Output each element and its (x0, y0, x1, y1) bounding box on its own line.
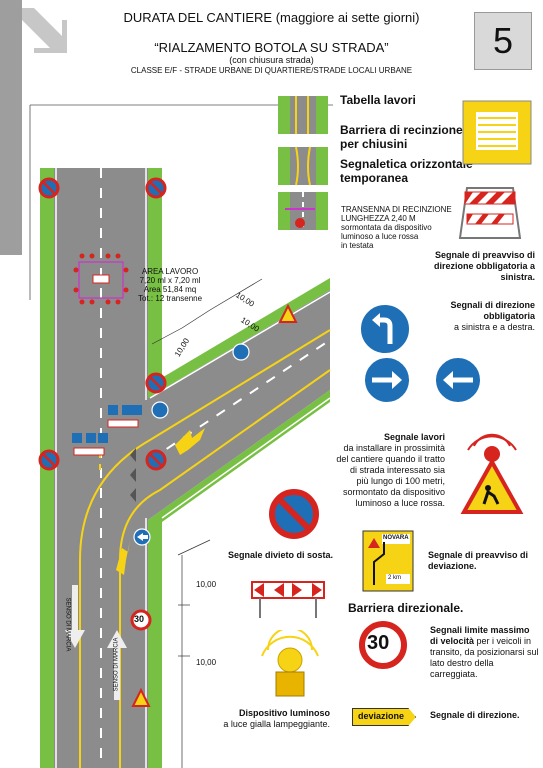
divieto-sosta-label: Segnale divieto di sosta. (228, 550, 334, 560)
lavori-line5: più lungo di 100 metri, (356, 476, 445, 486)
transenna-line4: luminoso a luce rossa (341, 232, 419, 241)
dispositivo-line1: Dispositivo luminoso (238, 708, 330, 718)
lavori-line1: Segnale lavori (383, 432, 445, 442)
legend-barriera-1: Barriera di recinzione (340, 123, 463, 137)
legend-tabella-icon (278, 96, 328, 230)
transenna-line3: sormontata da dispositivo (341, 223, 432, 232)
dimension-label-4: 10,00 (196, 580, 217, 589)
area-lavoro-line1: AREA LAVORO (141, 267, 199, 276)
dispositivo-line2: a luce gialla lampeggiante. (223, 719, 330, 729)
scheme-number: 5 (474, 12, 532, 70)
area-lavoro-line4: Tot.: 12 transenne (138, 294, 203, 303)
deviazione-text: Segnale di preavviso di deviazione. (428, 550, 528, 572)
page-title: DURATA DEL CANTIERE (maggiore ai sette g… (123, 10, 420, 25)
lavori-line6: sormontato da dispositivo (342, 487, 445, 497)
senso-marcia-left: SENSO DI MARCIA (64, 597, 71, 652)
no-parking-signs (38, 177, 167, 471)
speed-limit-sign-icon (359, 621, 407, 669)
novara-label: NOVARA (383, 535, 409, 541)
limite-line1: Segnali limite massimo (430, 625, 530, 635)
speed-limit-value: 30 (367, 632, 390, 654)
transenna-line2: LUNGHEZZA 2,40 M (341, 214, 416, 223)
direzione-line3: a sinistra e a destra. (453, 322, 535, 332)
speed-limit-on-road: 30 (134, 614, 145, 624)
limite-line3: transito, da posizionarsi sul (430, 647, 539, 657)
area-lavoro-label: AREA LAVORO 7,20 ml x 7,20 ml Area 51,84… (138, 267, 202, 303)
limite-line2: di velocità (430, 636, 475, 646)
preavviso-line2: direzione obbligatoria a (433, 261, 535, 271)
barriera-direzionale-label: Barriera direzionale. (348, 601, 464, 615)
km-label: 2 km (388, 575, 402, 581)
direzione-line2: obbligatoria (483, 311, 536, 321)
lavori-line3: del cantiere quando il tratto (336, 454, 445, 464)
dimension-label-5: 10,00 (196, 658, 217, 667)
direzione-text: Segnali di direzione obbligatoria a sini… (400, 300, 535, 333)
dispositivo-text: Dispositivo luminoso a luce gialla lampe… (222, 708, 330, 730)
lavori-text: Segnale lavori da installare in prossimi… (325, 432, 445, 509)
preavviso-text: Segnale di preavviso di direzione obblig… (400, 250, 535, 283)
legend-tabella-lavori: Tabella lavori (340, 93, 416, 107)
area-lavoro-line3: Area 51,84 mq (143, 285, 197, 294)
limite-line4: lato destro della carreggiata. (430, 658, 494, 679)
legend-barriera-2: per chiusini (340, 137, 408, 151)
transenna-text: TRANSENNA DI RECINZIONE LUNGHEZZA 2,40 M… (341, 205, 452, 250)
transenna-barrier-icon (458, 187, 522, 239)
left-margin-bar (0, 0, 22, 255)
right-arrow-sign-icon (363, 356, 411, 404)
preavviso-line1: Segnale di preavviso di (434, 250, 535, 260)
no-parking-sign-icon (269, 489, 319, 539)
subtitle-note: (con chiusura strada) (229, 55, 314, 65)
legend-segnaletica-2: temporanea (340, 171, 409, 185)
yellow-flashing-light-icon (261, 630, 319, 697)
limite-text: Segnali limite massimo di velocità per i… (430, 625, 543, 680)
lavori-line7: luminoso a luce rossa. (355, 498, 445, 508)
preavviso-line3: sinistra. (500, 272, 535, 282)
transenna-line5: in testata (341, 241, 374, 250)
deviazione-line2: deviazione. (428, 561, 477, 571)
direzione-line1: Segnali di direzione (450, 300, 535, 310)
detour-preview-sign-icon (362, 530, 414, 592)
direzione-final-label: Segnale di direzione. (430, 710, 520, 720)
lavori-line4: di strada interessato sia (349, 465, 445, 475)
limite-line2b: per i veicoli in (474, 636, 532, 646)
transenna-legend-icon (285, 208, 315, 228)
deviazione-line1: Segnale di preavviso di (428, 550, 529, 560)
road-classification: CLASSE E/F - STRADE URBANE DI QUARTIERE/… (130, 66, 413, 75)
page-subtitle: “RIALZAMENTO BOTOLA SU STRADA” (154, 40, 389, 55)
work-sign-with-light-icon (460, 433, 524, 514)
road-plan-diagram (29, 104, 333, 768)
deviazione-arrow-sign: deviazione (352, 708, 416, 726)
transenna-line1: TRANSENNA DI RECINZIONE (341, 205, 452, 214)
directional-barrier-icon (251, 581, 325, 618)
legend-segnaletica-1: Segnaletica orizzontale (340, 157, 473, 171)
left-arrow-sign-icon (434, 356, 482, 404)
deviazione-arrow-text: deviazione (358, 711, 405, 721)
area-lavoro-line2: 7,20 ml x 7,20 ml (139, 276, 201, 285)
corner-arrow-icon (22, 8, 67, 53)
mandatory-left-arrow-sign-icon (359, 303, 411, 355)
lavori-line2: da installare in prossimità (343, 443, 445, 453)
senso-marcia-right: SENSO DI MARCIA (113, 637, 120, 692)
tabella-lavori-yellow-sign (462, 100, 532, 165)
